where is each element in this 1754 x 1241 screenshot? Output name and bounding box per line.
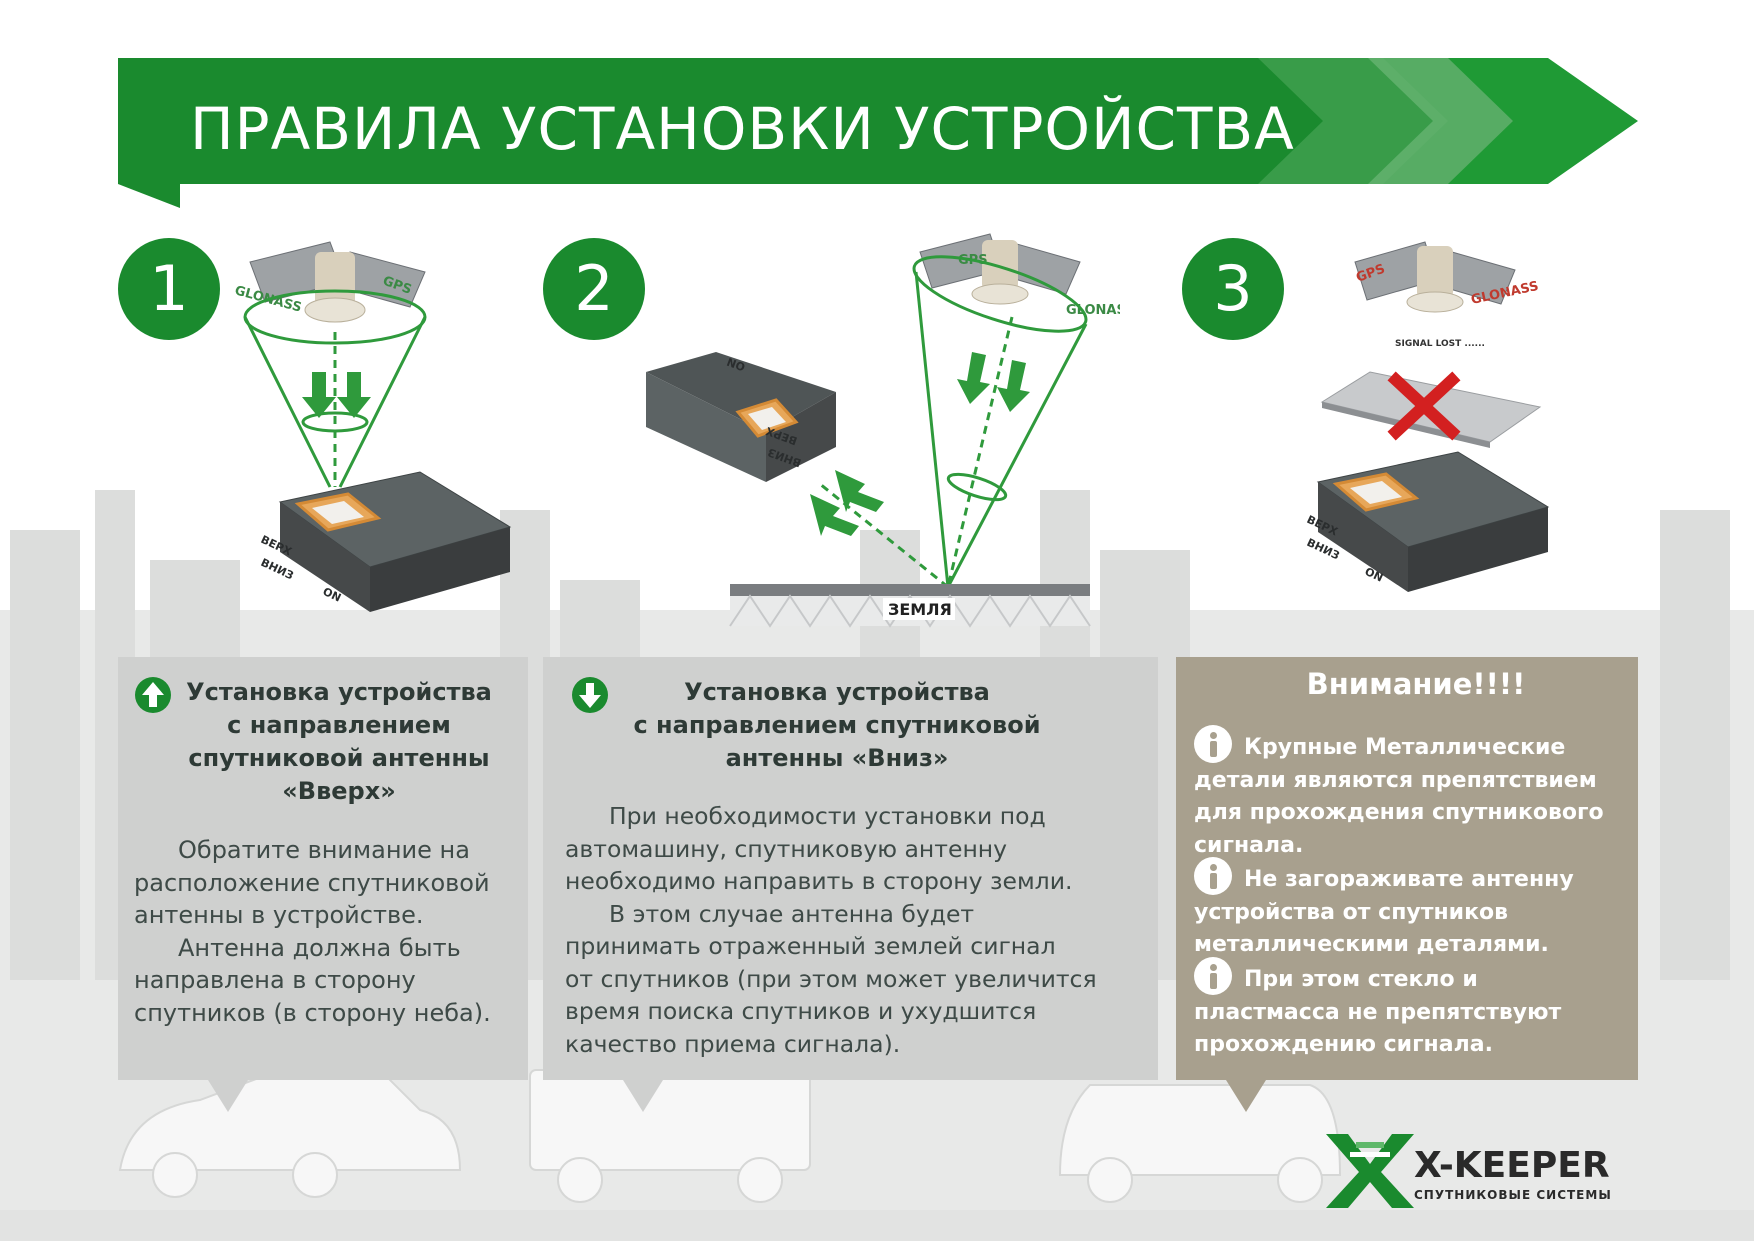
panel-1-body: Обратите внимание на расположение спутни… xyxy=(134,836,491,1027)
info-icon xyxy=(1194,725,1232,763)
arrow-up-icon xyxy=(135,677,171,713)
panel-1-background xyxy=(118,657,528,1112)
warning-item-2: Не загораживате антенну устройства от сп… xyxy=(1194,857,1634,962)
signal-cone xyxy=(243,289,427,488)
logo-subtitle: СПУТНИКОВЫЕ СИСТЕМЫ xyxy=(1414,1188,1612,1202)
warning-title: Внимание!!!! xyxy=(1306,667,1526,701)
svg-text:ВНИЗ: ВНИЗ xyxy=(259,556,296,582)
arrow-down-icon xyxy=(572,677,608,713)
ground-strip: ЗЕМЛЯ xyxy=(729,584,1091,628)
step-2-badge: 2 xyxy=(543,238,645,340)
svg-text:ON: ON xyxy=(725,355,747,374)
step-3-badge: 3 xyxy=(1182,238,1284,340)
info-icon xyxy=(1194,857,1232,895)
panel-2-background xyxy=(543,657,1158,1112)
gps-tracker-device: ВЕРХ ВНИЗ ON xyxy=(259,471,512,612)
ground-label: ЗЕМЛЯ xyxy=(888,600,952,619)
panel-2-heading: Установка устройства с направлением спут… xyxy=(633,678,1041,772)
panel-2-body: При необходимости установки под автомаши… xyxy=(565,802,1097,1058)
panel-1-heading: Установка устройства с направлением спут… xyxy=(186,678,492,805)
step-1-badge: 1 xyxy=(118,238,220,340)
panel-3-background xyxy=(1176,657,1638,1112)
warning-item-3: При этом стекло и пластмасса не препятст… xyxy=(1194,957,1634,1062)
blocked-signal-icon xyxy=(1387,371,1461,441)
signal-lost-label: SIGNAL LOST ...... xyxy=(1395,339,1485,349)
signal-arrows-icon xyxy=(810,352,1030,536)
signal-cone xyxy=(819,255,1088,589)
signal-arrows-icon xyxy=(302,372,371,418)
gps-tracker-device: ВЕРХ ВНИЗ ON xyxy=(1305,451,1550,592)
logo-name: X-KEEPER xyxy=(1414,1145,1610,1186)
page-title: ПРАВИЛА УСТАНОВКИ УСТРОЙСТВА xyxy=(190,95,1295,163)
warning-item-1: Крупные Металлические детали являются пр… xyxy=(1194,725,1634,862)
header-banner xyxy=(118,58,1638,208)
satellite-icon xyxy=(1354,241,1516,313)
gps-tracker-device: ВЕРХ ВНИЗ ON xyxy=(646,352,836,482)
info-icon xyxy=(1194,957,1232,995)
step-3-illustration: GPS GLONASS SIGNAL LOST ...... ВЕРХ ВНИЗ… xyxy=(1305,241,1550,592)
step-2-illustration: GPS GLONASS ВЕРХ ВНИЗ ON xyxy=(646,233,1120,628)
step-1-illustration: GLONASS GPS ВЕРХ ВНИЗ ON xyxy=(233,241,512,612)
x-keeper-logo-icon xyxy=(1326,1134,1414,1208)
satellite-icon xyxy=(919,233,1081,305)
glonass-label: GLONASS xyxy=(1066,303,1120,318)
satellite-icon xyxy=(249,241,426,323)
